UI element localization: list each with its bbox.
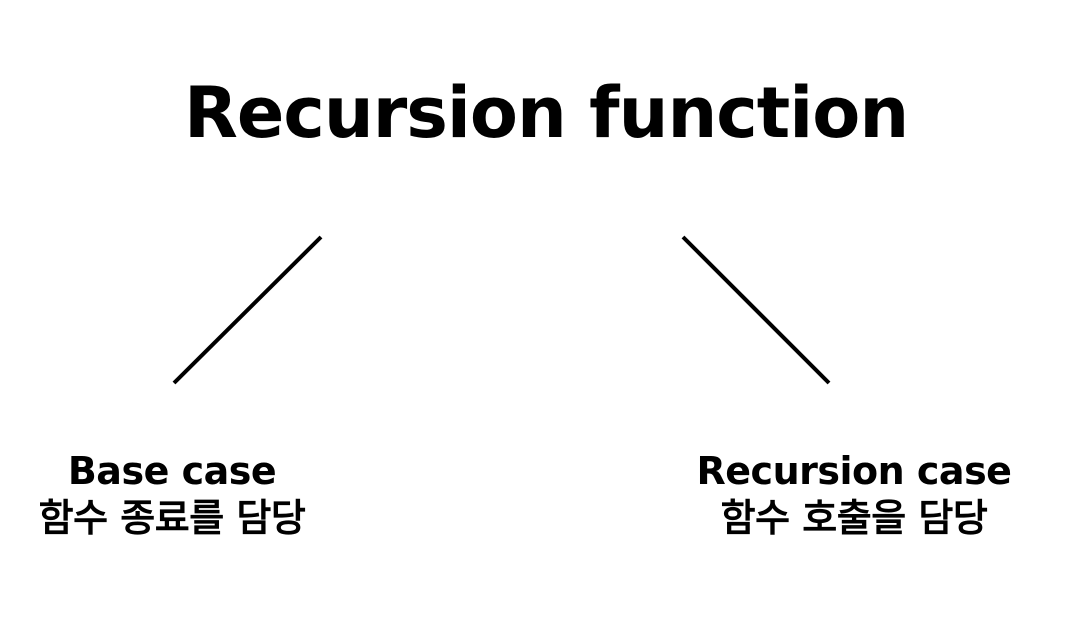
base-case-title: Base case: [67, 449, 277, 493]
recursion-case-node: Recursion case 함수 호출을 담당: [684, 452, 1024, 537]
connector-right-line: [681, 235, 831, 385]
base-case-description: 함수 종료를 담당: [38, 496, 306, 540]
recursion-case-title: Recursion case: [696, 449, 1012, 493]
root-node-title: Recursion function: [184, 72, 909, 154]
connector-left-line: [172, 235, 323, 385]
recursion-case-description: 함수 호출을 담당: [720, 496, 988, 540]
base-case-node: Base case 함수 종료를 담당: [0, 452, 344, 537]
